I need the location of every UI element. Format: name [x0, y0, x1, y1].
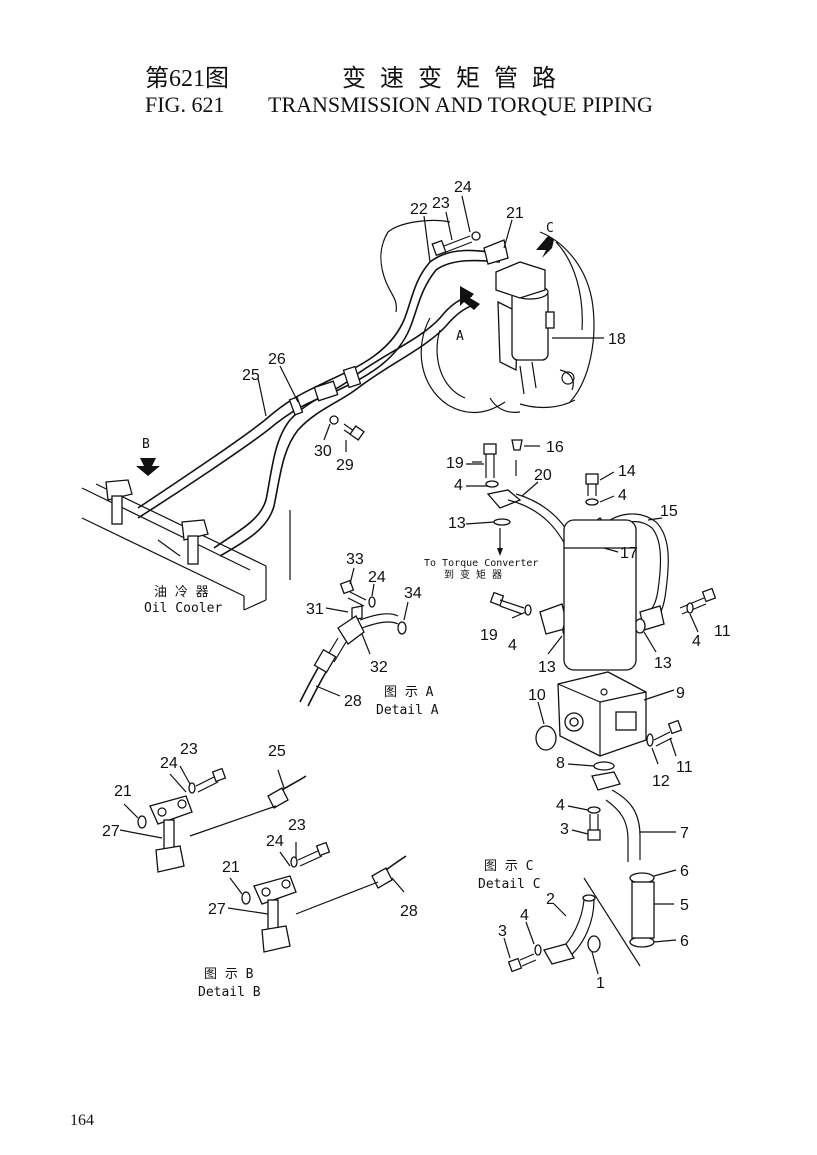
callout-21: 21	[506, 205, 524, 222]
oil-cooler-label-en: Oil Cooler	[144, 601, 222, 616]
callout-32: 32	[370, 659, 388, 676]
callout-13: 13	[654, 655, 672, 672]
callout-7: 7	[680, 825, 689, 842]
figure-title-cn: 变速变矩管路	[342, 66, 570, 92]
torque-converter-label-en: To Torque Converter	[424, 558, 538, 569]
callout-14: 14	[618, 463, 636, 480]
oil-cooler	[81, 479, 291, 611]
callout-12: 12	[652, 773, 670, 790]
callout-27: 27	[208, 901, 226, 918]
callout-25: 25	[268, 743, 286, 760]
view-arrow-c	[536, 236, 554, 258]
callout-28: 28	[400, 903, 418, 920]
leader-lines-main	[257, 195, 604, 452]
callout-24: 24	[160, 755, 178, 772]
callout-19: 19	[480, 627, 498, 644]
leader-lines-detail-c	[465, 460, 699, 975]
callout-19: 19	[446, 455, 464, 472]
callout-31: 31	[306, 601, 324, 618]
callout-23: 23	[180, 741, 198, 758]
figure-number-en: FIG. 621	[145, 92, 225, 117]
washer-24-top	[471, 231, 481, 241]
callout-30: 30	[314, 443, 332, 460]
callout-20: 20	[534, 467, 552, 484]
callout-9: 9	[676, 685, 685, 702]
callout-11: 11	[676, 759, 693, 776]
callout-13: 13	[538, 659, 556, 676]
washer-30	[329, 415, 339, 425]
detail-a-label-cn: 图 示 A	[384, 685, 434, 700]
callout-27: 27	[102, 823, 120, 840]
callout-6: 6	[680, 933, 689, 950]
view-arrow-b	[136, 458, 160, 476]
callout-3: 3	[560, 821, 569, 838]
callout-4: 4	[556, 797, 565, 814]
view-marker-a: A	[456, 329, 464, 344]
transmission-housing	[380, 219, 595, 413]
figure-title-en: TRANSMISSION AND TORQUE PIPING	[268, 92, 653, 117]
callout-8: 8	[556, 755, 565, 772]
callout-2: 2	[546, 891, 555, 908]
callout-15: 15	[660, 503, 678, 520]
flange-21-top	[483, 239, 509, 265]
detail-b-parts	[137, 767, 407, 953]
detail-b-label-cn: 图 示 B	[204, 967, 254, 982]
callout-24: 24	[368, 569, 386, 586]
callout-13: 13	[448, 515, 466, 532]
hose-25-upper	[137, 249, 501, 519]
callout-26: 26	[268, 351, 286, 368]
callout-21: 21	[114, 783, 132, 800]
callout-23: 23	[288, 817, 306, 834]
bolt-23-top	[431, 235, 473, 257]
callout-23: 23	[432, 195, 450, 212]
callout-21: 21	[222, 859, 240, 876]
clamp-26	[288, 365, 362, 416]
torque-converter-label-cn: 到 变 矩 器	[444, 568, 502, 581]
detail-b-label-en: Detail B	[198, 985, 261, 1000]
callout-11: 11	[714, 623, 731, 640]
view-arrow-a	[460, 286, 480, 310]
view-marker-b: B	[142, 437, 150, 452]
oil-cooler-label-cn: 油 冷 器	[154, 585, 209, 600]
callout-3: 3	[498, 923, 507, 940]
callout-10: 10	[528, 687, 546, 704]
detail-c-label-cn: 图 示 C	[484, 859, 533, 874]
detail-a-parts	[299, 579, 407, 707]
callout-4: 4	[520, 907, 529, 924]
callout-4: 4	[508, 637, 517, 654]
page-number: 164	[70, 1112, 94, 1129]
detail-a-label-en: Detail A	[376, 703, 439, 718]
callout-33: 33	[346, 551, 364, 568]
callout-4: 4	[618, 487, 627, 504]
detail-c-label-en: Detail C	[478, 877, 541, 892]
callout-28: 28	[344, 693, 362, 710]
callout-4: 4	[454, 477, 463, 494]
callout-34: 34	[404, 585, 422, 602]
filter-housing-18	[495, 261, 555, 395]
callout-1: 1	[596, 975, 605, 992]
callout-18: 18	[608, 331, 626, 348]
callout-22: 22	[410, 201, 428, 218]
callout-4: 4	[692, 633, 701, 650]
callout-29: 29	[336, 457, 354, 474]
view-marker-c: C	[546, 221, 554, 236]
callout-25: 25	[242, 367, 260, 384]
leader-lines-detail-a	[315, 567, 409, 697]
detail-c-parts	[472, 439, 717, 973]
figure-number-cn: 第621图	[145, 66, 229, 92]
callout-numbers: 24 23 22 21 18 26 25 30 29 16 19 4 20 13…	[102, 179, 731, 992]
callout-6: 6	[680, 863, 689, 880]
callout-17: 17	[620, 545, 638, 562]
callout-24: 24	[266, 833, 284, 850]
callout-5: 5	[680, 897, 689, 914]
callout-16: 16	[546, 439, 564, 456]
leader-lines-detail-b	[119, 765, 405, 915]
callout-24: 24	[454, 179, 472, 196]
bolt-29	[343, 423, 365, 441]
